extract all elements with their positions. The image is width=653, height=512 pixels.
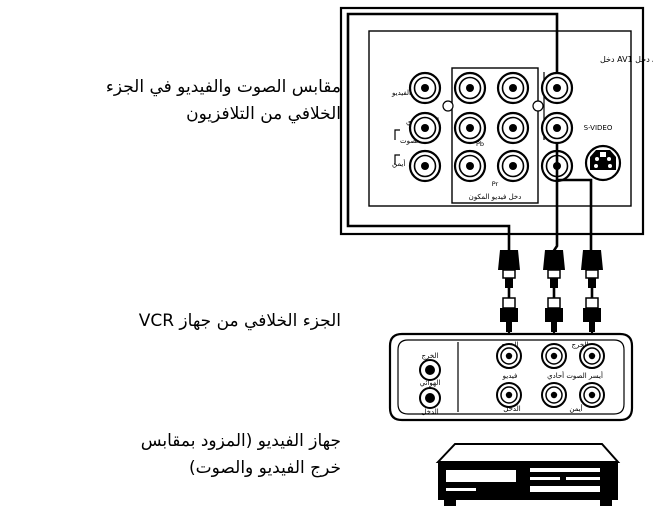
vcr-panel-strip [530,486,600,492]
cable-audio-right [557,178,593,250]
rca-plug-video-upper [498,250,520,288]
vcr-panel-outline [388,332,634,422]
svideo-jack[interactable] [584,144,622,182]
vcr-panel-inner [397,339,625,415]
cable-video [346,12,559,250]
vcr-foot [600,500,612,506]
tv-back-caption-line2: الخلافي من التلافزيون [186,104,341,124]
vcr-device-caption-line2: خرج الفيديو والصوت) [188,458,341,478]
tv-jack-pb[interactable] [453,111,487,145]
vcr-jack-video-out[interactable] [496,343,522,369]
vcr-rf-in-connector[interactable] [419,387,441,409]
rca-plug-audio-right-lower [583,297,601,332]
vcr-label-audio-out: الخرج [572,341,589,349]
row-label-audio-right: أيمن [392,159,405,168]
tv-jack-monitor-video-out[interactable] [540,71,574,105]
vcr-device [435,443,621,506]
rca-plug-audio-left-lower [545,297,563,332]
tv-back-panel: خرج الشاشة AV2 دخل AV1 دخل الفيديو أيسر … [339,6,653,236]
vcr-device-caption: جهاز الفيديو (المزود بمقابس خرج الفيديو … [11,428,341,482]
vcr-jack-audio-right-in[interactable] [579,382,605,408]
tv-jack-y[interactable] [453,71,487,105]
vcr-jack-audio-left-out[interactable] [541,343,567,369]
vcr-foot [444,500,456,506]
vcr-label-audio: أيسر الصوت أحادي [547,371,603,380]
rca-plug-video-lower [500,297,518,332]
vcr-label-video: فيديو [502,372,518,380]
rca-plugs-lower [500,297,601,332]
tv-jack-pr[interactable] [453,149,487,183]
audio-bracket [394,129,400,165]
cable-links [507,288,594,298]
vcr-button-row [446,488,476,491]
component-group-frame [451,67,539,204]
pb-label: Pb [476,140,484,148]
vcr-device-caption-line1: جهاز الفيديو (المزود بمقابس [140,431,341,451]
tv-jack-av2-video[interactable] [496,71,530,105]
rca-plug-audio-right-upper [581,250,603,288]
vcr-label-rf-out: الخرج [422,352,439,360]
vcr-back-caption: الجزء الخلافي من جهاز VCR [11,308,341,335]
vcr-button-row [566,477,600,480]
vcr-button-row [530,477,560,480]
vcr-jack-video-in[interactable] [496,382,522,408]
tv-jack-av1-audio-right[interactable] [408,149,442,183]
vcr-label-right: أيمن [569,404,582,413]
row-label-video: الفيديو [391,89,411,97]
tv-jack-av1-audio-left[interactable] [408,111,442,145]
tv-jack-av1-video[interactable] [408,71,442,105]
tv-back-caption-line1: مقابس الصوت والفيديو في الجزء [105,77,341,97]
tv-jack-av2-audio-right[interactable] [496,149,530,183]
vcr-jack-audio-left-in[interactable] [541,382,567,408]
tv-ring-connector [532,100,544,112]
vcr-back-caption-line1: الجزء الخلافي من جهاز VCR [138,311,341,331]
tv-jack-monitor-audio-left[interactable] [540,111,574,145]
vcr-label-rf-in: الدخل [421,408,438,416]
vcr-label-video-in: الدخل [503,405,520,413]
tv-back-caption: مقابس الصوت والفيديو في الجزء الخلافي من… [11,74,341,128]
rca-plugs-upper [498,250,603,288]
tv-ring-connector [442,100,454,112]
tv-panel-header: خرج الشاشة AV2 دخل AV1 دخل [600,55,653,64]
component-label: دخل فيديو المكون [469,193,522,201]
pr-label: Pr [492,180,499,188]
vcr-back-panel: الخرج الخرج الخرج الهوائي فيديو أيسر الص… [388,332,634,422]
tv-jack-av2-audio-left[interactable] [496,111,530,145]
row-label-audio-mid: الصوت [400,137,420,145]
vcr-jack-audio-right-out[interactable] [579,343,605,369]
vcr-top [435,443,621,463]
vcr-rf-out-connector[interactable] [419,359,441,381]
vcr-label-antenna: الهوائي [420,379,441,387]
svideo-label: S-VIDEO [584,124,613,132]
rca-plug-audio-left-upper [543,250,565,288]
vcr-tape-slot [446,470,516,482]
vcr-display-strip [530,468,600,472]
